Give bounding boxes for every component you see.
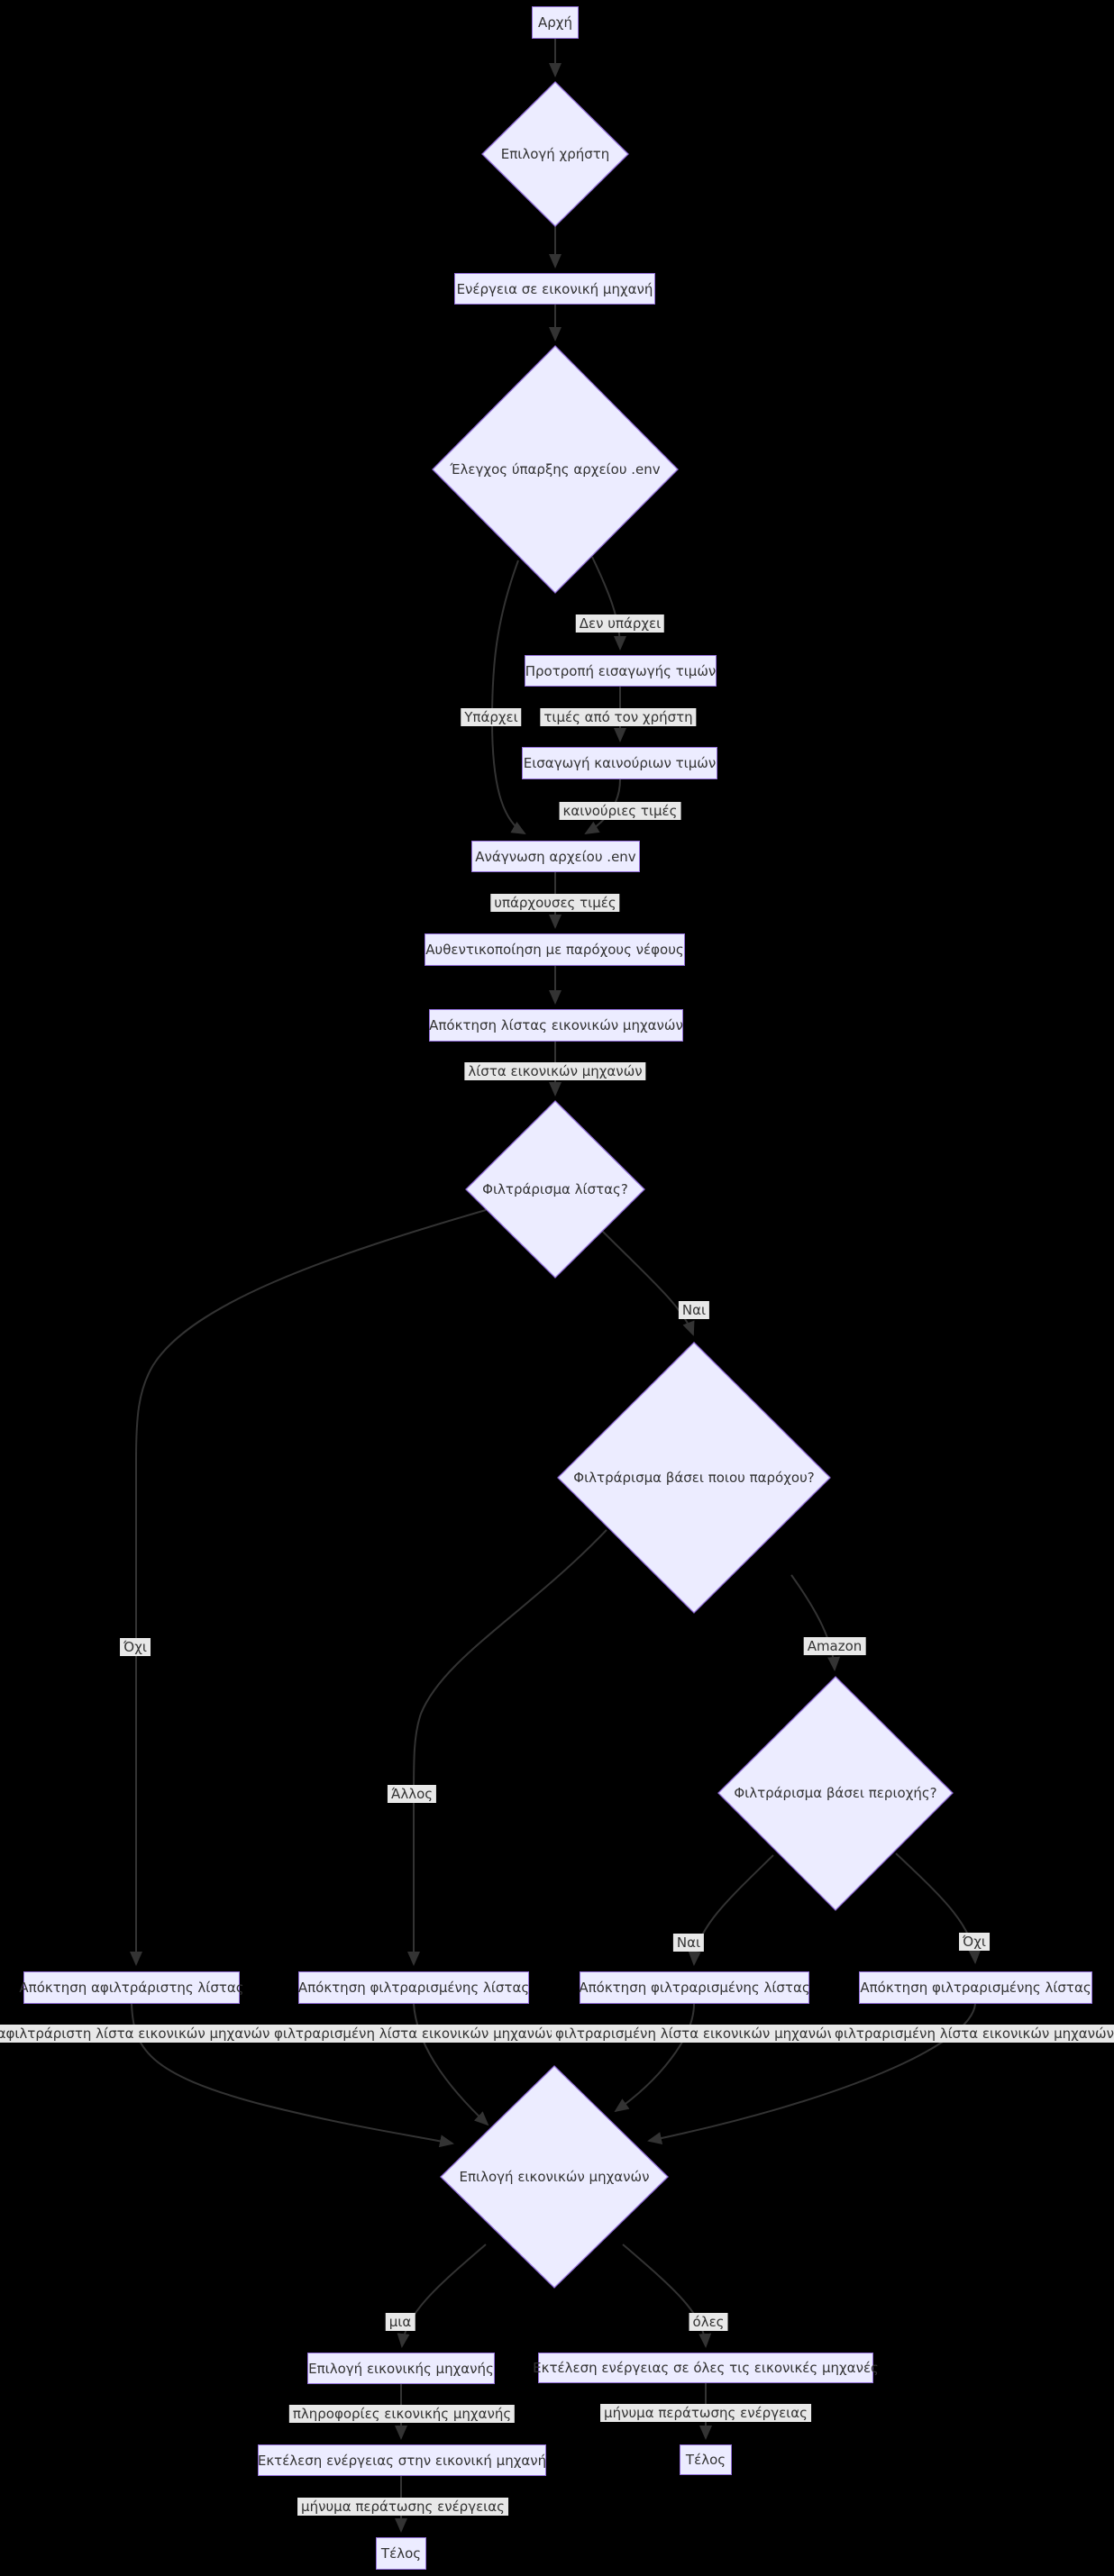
edge-select-vms-all — [622, 2244, 712, 2348]
node-prompt-values: Προτροπή εισαγωγής τιμών — [525, 655, 717, 687]
node-end-all: Τέλος — [680, 2444, 732, 2475]
decision-filter-list-shape — [465, 1100, 645, 1279]
edge-label-no-filter: Όχι — [120, 1638, 151, 1656]
node-exec-one: Εκτέλεση ενέργειας στην εικονική μηχανή — [258, 2444, 546, 2476]
decision-check-env-label: Έλεγχος ύπαρξης αρχείου .env — [450, 461, 661, 478]
decision-filter-region-shape — [717, 1676, 954, 1911]
node-read-env: Ανάγνωση αρχείου .env — [471, 841, 640, 872]
edge-label-all: όλες — [689, 2313, 728, 2331]
decision-filter-provider-label: Φιλτράρισμα βάσει ποιου παρόχου? — [573, 1470, 815, 1486]
edge-label-vm-info: πληροφορίες εικονικής μηχανής — [288, 2405, 516, 2423]
edge-filtered1-to-select-vms — [413, 2003, 489, 2126]
edge-label-filtered-list-1: φιλτραρισμένη λίστα εικονικών μηχανών — [270, 2025, 557, 2043]
edge-label-no-region: Όχι — [959, 1933, 990, 1951]
edge-label-existing-values: υπάρχουσες τιμές — [490, 894, 620, 912]
edge-check-env-not-exists — [591, 556, 626, 651]
decision-filter-list-label: Φιλτράρισμα λίστας? — [482, 1181, 628, 1197]
edge-label-one: μια — [385, 2313, 415, 2331]
node-get-filtered-3: Απόκτηση φιλτραρισμένης λίστας — [859, 1971, 1092, 2004]
edge-label-exists: Υπάρχει — [461, 708, 522, 726]
edge-label-vm-list: λίστα εικονικών μηχανών — [464, 1062, 646, 1080]
edge-region-q-yes — [688, 1854, 774, 1966]
edge-label-completion-one: μήνυμα περάτωσης ενέργειας — [297, 2498, 508, 2516]
edge-label-values-from-user: τιμές από τον χρήστη — [540, 708, 697, 726]
edge-select-vms-one — [397, 2244, 487, 2348]
decision-user-choice-label: Επιλογή χρήστη — [500, 146, 610, 162]
node-auth-cloud: Αυθεντικοποίηση με παρόχους νέφους — [425, 933, 685, 966]
edge-filter-q-no — [130, 1209, 487, 1966]
edge-filtered3-to-select-vms — [647, 2003, 976, 2144]
decision-select-vms-label: Επιλογή εικονικών μηχανών — [459, 2169, 650, 2185]
edge-provider-q-amazon — [790, 1574, 841, 1671]
edge-label-not-exists: Δεν υπάρχει — [575, 614, 665, 633]
node-select-vm: Επιλογή εικονικής μηχανής — [307, 2353, 495, 2384]
edge-filter-q-yes — [601, 1230, 695, 1336]
edge-filtered2-to-select-vms — [614, 2003, 695, 2113]
edge-label-yes-region: Ναι — [672, 1934, 705, 1952]
node-get-filtered-2: Απόκτηση φιλτραρισμένης λίστας — [579, 1971, 810, 2004]
edge-label-amazon: Amazon — [803, 1637, 866, 1655]
edge-label-completion-all: μήνυμα περάτωσης ενέργειας — [600, 2404, 811, 2422]
edge-label-new-values: καινούριες τιμές — [559, 802, 681, 820]
edge-check-env-exists — [490, 560, 526, 835]
edge-provider-q-other — [407, 1529, 607, 1966]
decision-filter-region-label: Φιλτράρισμα βάσει περιοχής? — [734, 1785, 937, 1801]
edge-label-other: Άλλος — [387, 1785, 437, 1803]
node-insert-new-values: Εισαγωγή καινούριων τιμών — [522, 747, 717, 779]
edge-label-unfiltered-list: αφιλτράριστη λίστα εικονικών μηχανών — [0, 2025, 274, 2043]
node-get-vm-list: Απόκτηση λίστας εικονικών μηχανών — [429, 1009, 683, 1042]
edge-label-yes-filter: Ναι — [678, 1301, 710, 1319]
node-end-one: Τέλος — [376, 2537, 426, 2570]
node-exec-all: Εκτέλεση ενέργειας σε όλες τις εικονικές… — [533, 2353, 879, 2383]
decision-select-vms-shape — [440, 2065, 669, 2289]
decision-check-env-shape — [432, 345, 679, 594]
node-get-filtered-1: Απόκτηση φιλτραρισμένης λίστας — [298, 1971, 529, 2004]
edge-label-filtered-list-2: φιλτραρισμένη λίστα εικονικών μηχανών — [552, 2025, 838, 2043]
edge-label-filtered-list-3: φιλτραρισμένη λίστα εικονικών μηχανών — [831, 2025, 1114, 2043]
node-action-vm: Ενέργεια σε εικονική μηχανή — [454, 273, 655, 305]
node-start: Αρχή — [532, 6, 579, 39]
decision-user-choice-shape — [481, 81, 629, 227]
node-get-unfiltered: Απόκτηση αφιλτράριστης λίστας — [19, 1971, 244, 2004]
decision-filter-provider-shape — [557, 1342, 831, 1614]
